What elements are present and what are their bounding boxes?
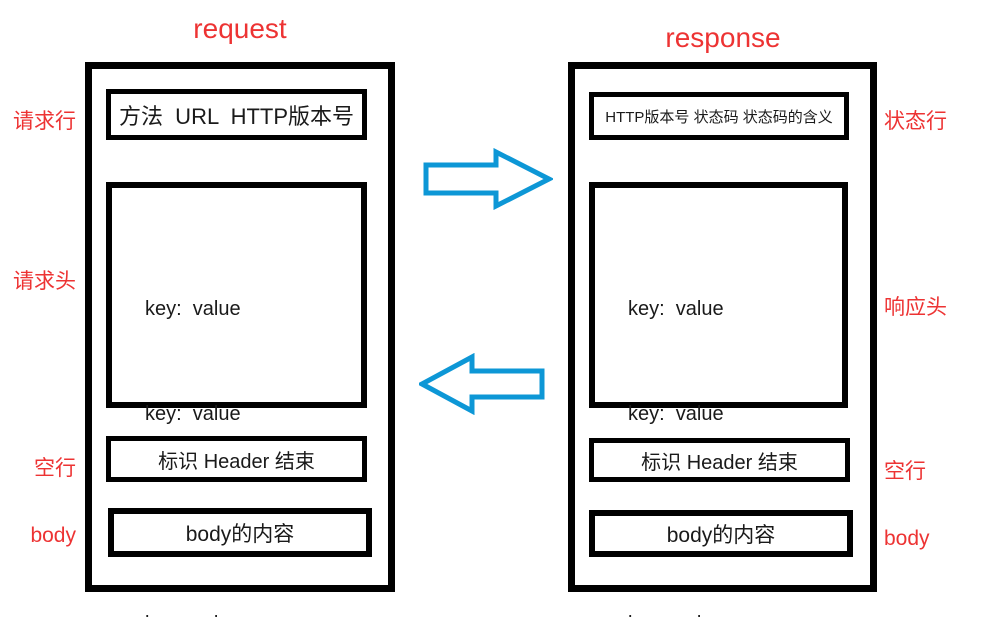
left-arrow-icon: [419, 353, 545, 415]
request-header-end-box: 标识 Header 结束: [106, 436, 367, 482]
request-body-label: body: [30, 524, 76, 547]
response-header-end-box: 标识 Header 结束: [589, 438, 850, 482]
request-line-label: 请求行: [13, 110, 76, 133]
request-header-kv-3: key: value: [145, 607, 361, 617]
response-header-kv-1: key: value: [628, 298, 724, 320]
response-header-kv-2: key: value: [628, 403, 724, 425]
response-header-kv-3: key: value: [628, 607, 842, 617]
response-body-label: body: [884, 527, 930, 550]
response-body-text: body的内容: [666, 523, 776, 547]
response-title: response: [665, 22, 781, 53]
response-status-line-label: 状态行: [884, 110, 947, 133]
request-body-box: body的内容: [108, 508, 372, 557]
request-line-box: 方法 URL HTTP版本号: [106, 89, 367, 140]
request-header-kv-2: key: value: [145, 403, 241, 425]
request-body-text: body的内容: [185, 522, 295, 546]
response-headers-box: key: value key: value ...... key: value: [589, 182, 848, 617]
request-headers-box: key: value key: value ...... key: value: [106, 182, 367, 617]
response-header-end-text: 标识 Header 结束: [641, 451, 798, 474]
response-headers-label: 响应头: [884, 296, 947, 319]
request-headers-label: 请求头: [13, 270, 76, 293]
request-title: request: [193, 13, 287, 44]
right-arrow-icon: [423, 148, 553, 210]
request-line-text: 方法 URL HTTP版本号: [118, 103, 355, 129]
request-header-kv-1: key: value: [145, 298, 241, 320]
request-header-end-text: 标识 Header 结束: [158, 450, 315, 473]
response-blank-line-label: 空行: [884, 460, 926, 483]
response-status-line-text: HTTP版本号 状态码 状态码的含义: [605, 108, 833, 126]
response-body-box: body的内容: [589, 510, 853, 557]
request-blank-line-label: 空行: [34, 457, 76, 480]
response-status-line-box: HTTP版本号 状态码 状态码的含义: [589, 92, 849, 140]
